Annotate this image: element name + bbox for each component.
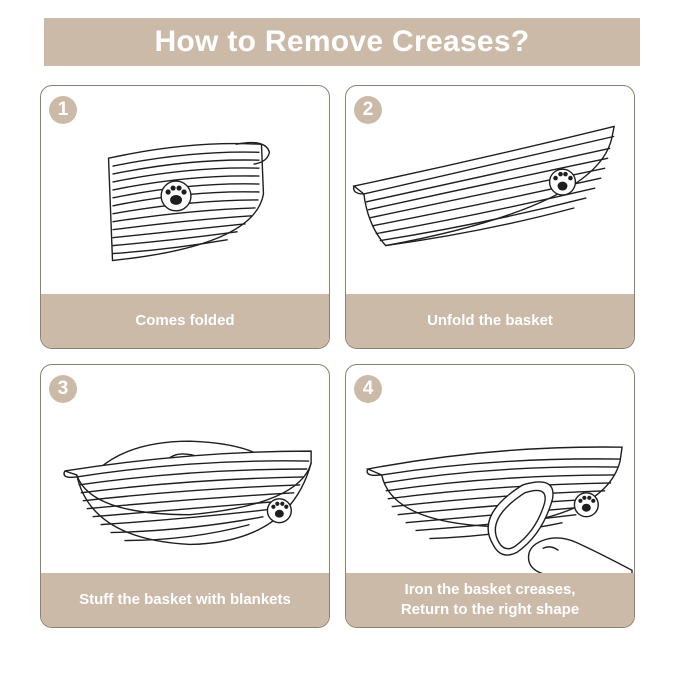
step-caption-text: Unfold the basket [427, 312, 553, 329]
ironing-basket-illustration [365, 446, 633, 575]
step-caption: Unfold the basket [346, 294, 634, 348]
step-caption-line-1: Iron the basket creases, [404, 581, 576, 598]
step-caption: Comes folded [41, 294, 329, 348]
step-caption-text: Comes folded [135, 312, 235, 329]
paw-icon [160, 180, 192, 212]
step-card-2: 2 Unfold the basket [345, 85, 635, 349]
step-caption-text: Stuff the basket with blankets [79, 591, 291, 608]
step-caption-line-2: Return to the right shape [400, 601, 580, 618]
title-banner: How to Remove Creases? [44, 18, 640, 66]
stuffed-basket-illustration [63, 440, 312, 546]
paw-icon [548, 168, 577, 196]
paw-icon [266, 498, 292, 524]
page-title: How to Remove Creases? [154, 25, 530, 58]
step-card-1: 1 Comes folded [40, 85, 330, 349]
step-caption: Iron the basket creases, Return to the r… [346, 573, 634, 627]
unfolded-basket-illustration [352, 125, 616, 247]
step-card-3: 3 Stuff the basket with bla [40, 364, 330, 628]
step-number-badge: 3 [49, 375, 77, 403]
step-number-badge: 2 [354, 96, 382, 124]
iron-icon [487, 481, 554, 556]
step-number-badge: 4 [354, 375, 382, 403]
step-card-4: 4 Iron [345, 364, 635, 628]
folded-basket-illustration [107, 141, 271, 262]
paw-icon [573, 492, 599, 518]
hand-icon [527, 537, 633, 575]
step-caption: Stuff the basket with blankets [41, 573, 329, 627]
step-number-badge: 1 [49, 96, 77, 124]
